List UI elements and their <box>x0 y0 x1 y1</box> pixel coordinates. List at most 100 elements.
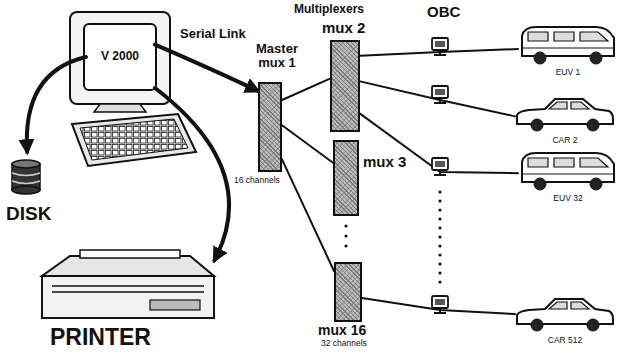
free-label: OBC <box>427 4 460 21</box>
node-label: V 2000 <box>86 50 154 63</box>
obc-terminal <box>432 296 448 313</box>
dot <box>344 224 347 227</box>
obc-terminals <box>432 38 448 313</box>
dot <box>438 190 441 193</box>
disk-icon <box>12 160 40 194</box>
node-label: CAR 2 <box>515 136 615 145</box>
channel-line <box>282 125 333 163</box>
vehicle-part <box>522 27 614 56</box>
vehicle-part <box>522 48 614 49</box>
vehicle: CAR 2 <box>515 92 616 150</box>
dot <box>344 234 347 237</box>
multiplexer: mux 1632 channels <box>318 262 380 354</box>
obc-terminal <box>432 158 448 175</box>
ellipsis-dots <box>438 190 441 283</box>
printer: PRINTER <box>34 250 220 354</box>
dot <box>438 280 441 283</box>
vehicle-drawing <box>515 92 615 136</box>
mux-box <box>334 262 362 322</box>
obc-part <box>435 161 445 167</box>
printer-body <box>42 276 214 318</box>
edge-label: Serial Link <box>178 27 248 41</box>
printer-lid <box>42 256 214 276</box>
monitor-screen <box>84 24 156 90</box>
obc-part <box>435 89 445 95</box>
multiplexer: mux 2 <box>318 18 376 136</box>
vehicle-part <box>522 153 614 182</box>
dot <box>344 244 347 247</box>
disk-top <box>12 160 40 168</box>
channel-line <box>360 81 515 116</box>
node-note: 16 channels <box>234 176 280 185</box>
curved-arrow <box>155 88 229 260</box>
vehicle-drawing <box>515 292 615 336</box>
node-label: Master mux 1 <box>248 42 306 71</box>
curved-arrow <box>155 45 258 91</box>
mux-box <box>333 140 359 216</box>
disk-bottom <box>12 186 40 194</box>
multiplexer: mux 3 <box>330 140 408 218</box>
free-label: Multiplexers <box>294 3 364 16</box>
node-label: EUV 32 <box>518 194 618 203</box>
vehicle-part <box>517 99 613 124</box>
multiplexer: Master mux 1 16 channels <box>234 40 318 190</box>
node-label: CAR 512 <box>515 336 615 345</box>
vehicle-part <box>522 174 614 175</box>
vehicle-part <box>531 119 543 131</box>
vehicle-part <box>587 319 599 331</box>
keyboard <box>72 114 196 166</box>
node-label: EUV 1 <box>518 68 618 77</box>
channel-line <box>282 159 334 271</box>
mux-box <box>330 40 360 132</box>
obc-part <box>432 158 448 170</box>
obc-part <box>434 102 446 104</box>
dot <box>438 244 441 247</box>
keyboard-body <box>72 114 196 166</box>
vehicle: CAR 512 <box>515 292 616 350</box>
computer-screen: V 2000 <box>86 26 155 88</box>
dot <box>438 199 441 202</box>
vehicle-part <box>534 52 546 64</box>
obc-part <box>434 312 446 314</box>
dot <box>438 217 441 220</box>
obc-part <box>432 296 448 308</box>
vehicle-part <box>549 302 589 309</box>
vehicle-part <box>528 32 608 41</box>
obc-part <box>435 299 445 305</box>
vehicle: EUV 1 <box>518 22 619 82</box>
vehicle-drawing <box>518 22 618 66</box>
vehicle-drawing <box>518 148 618 192</box>
dot <box>438 262 441 265</box>
obc-part <box>434 174 446 176</box>
obc-part <box>435 41 445 47</box>
dot <box>438 271 441 274</box>
obc-terminal <box>432 38 448 55</box>
node-label: mux 2 <box>322 20 365 37</box>
vehicle-part <box>534 178 546 190</box>
printer-slot <box>52 286 204 292</box>
channel-line <box>282 79 330 100</box>
disk-storage: DISK <box>4 152 62 226</box>
node-label: DISK <box>6 204 51 225</box>
node-label: mux 16 <box>318 323 366 338</box>
vehicle-part <box>517 299 613 324</box>
computer-monitor <box>70 12 170 112</box>
keyboard-keys <box>80 119 188 160</box>
channel-line <box>360 114 518 174</box>
vehicle-part <box>528 158 608 167</box>
vehicle-part <box>531 319 543 331</box>
node-label: PRINTER <box>50 325 151 350</box>
dot <box>438 253 441 256</box>
curved-arrow <box>27 57 86 152</box>
vehicle-part <box>549 102 589 109</box>
dot <box>438 235 441 238</box>
printer-paper <box>80 250 180 258</box>
obc-part <box>432 38 448 50</box>
obc-part <box>432 86 448 98</box>
node-label: mux 3 <box>363 154 406 171</box>
printer-icon <box>42 250 214 318</box>
dot <box>438 208 441 211</box>
vehicle-part <box>590 52 602 64</box>
ellipsis-dots <box>344 224 347 247</box>
